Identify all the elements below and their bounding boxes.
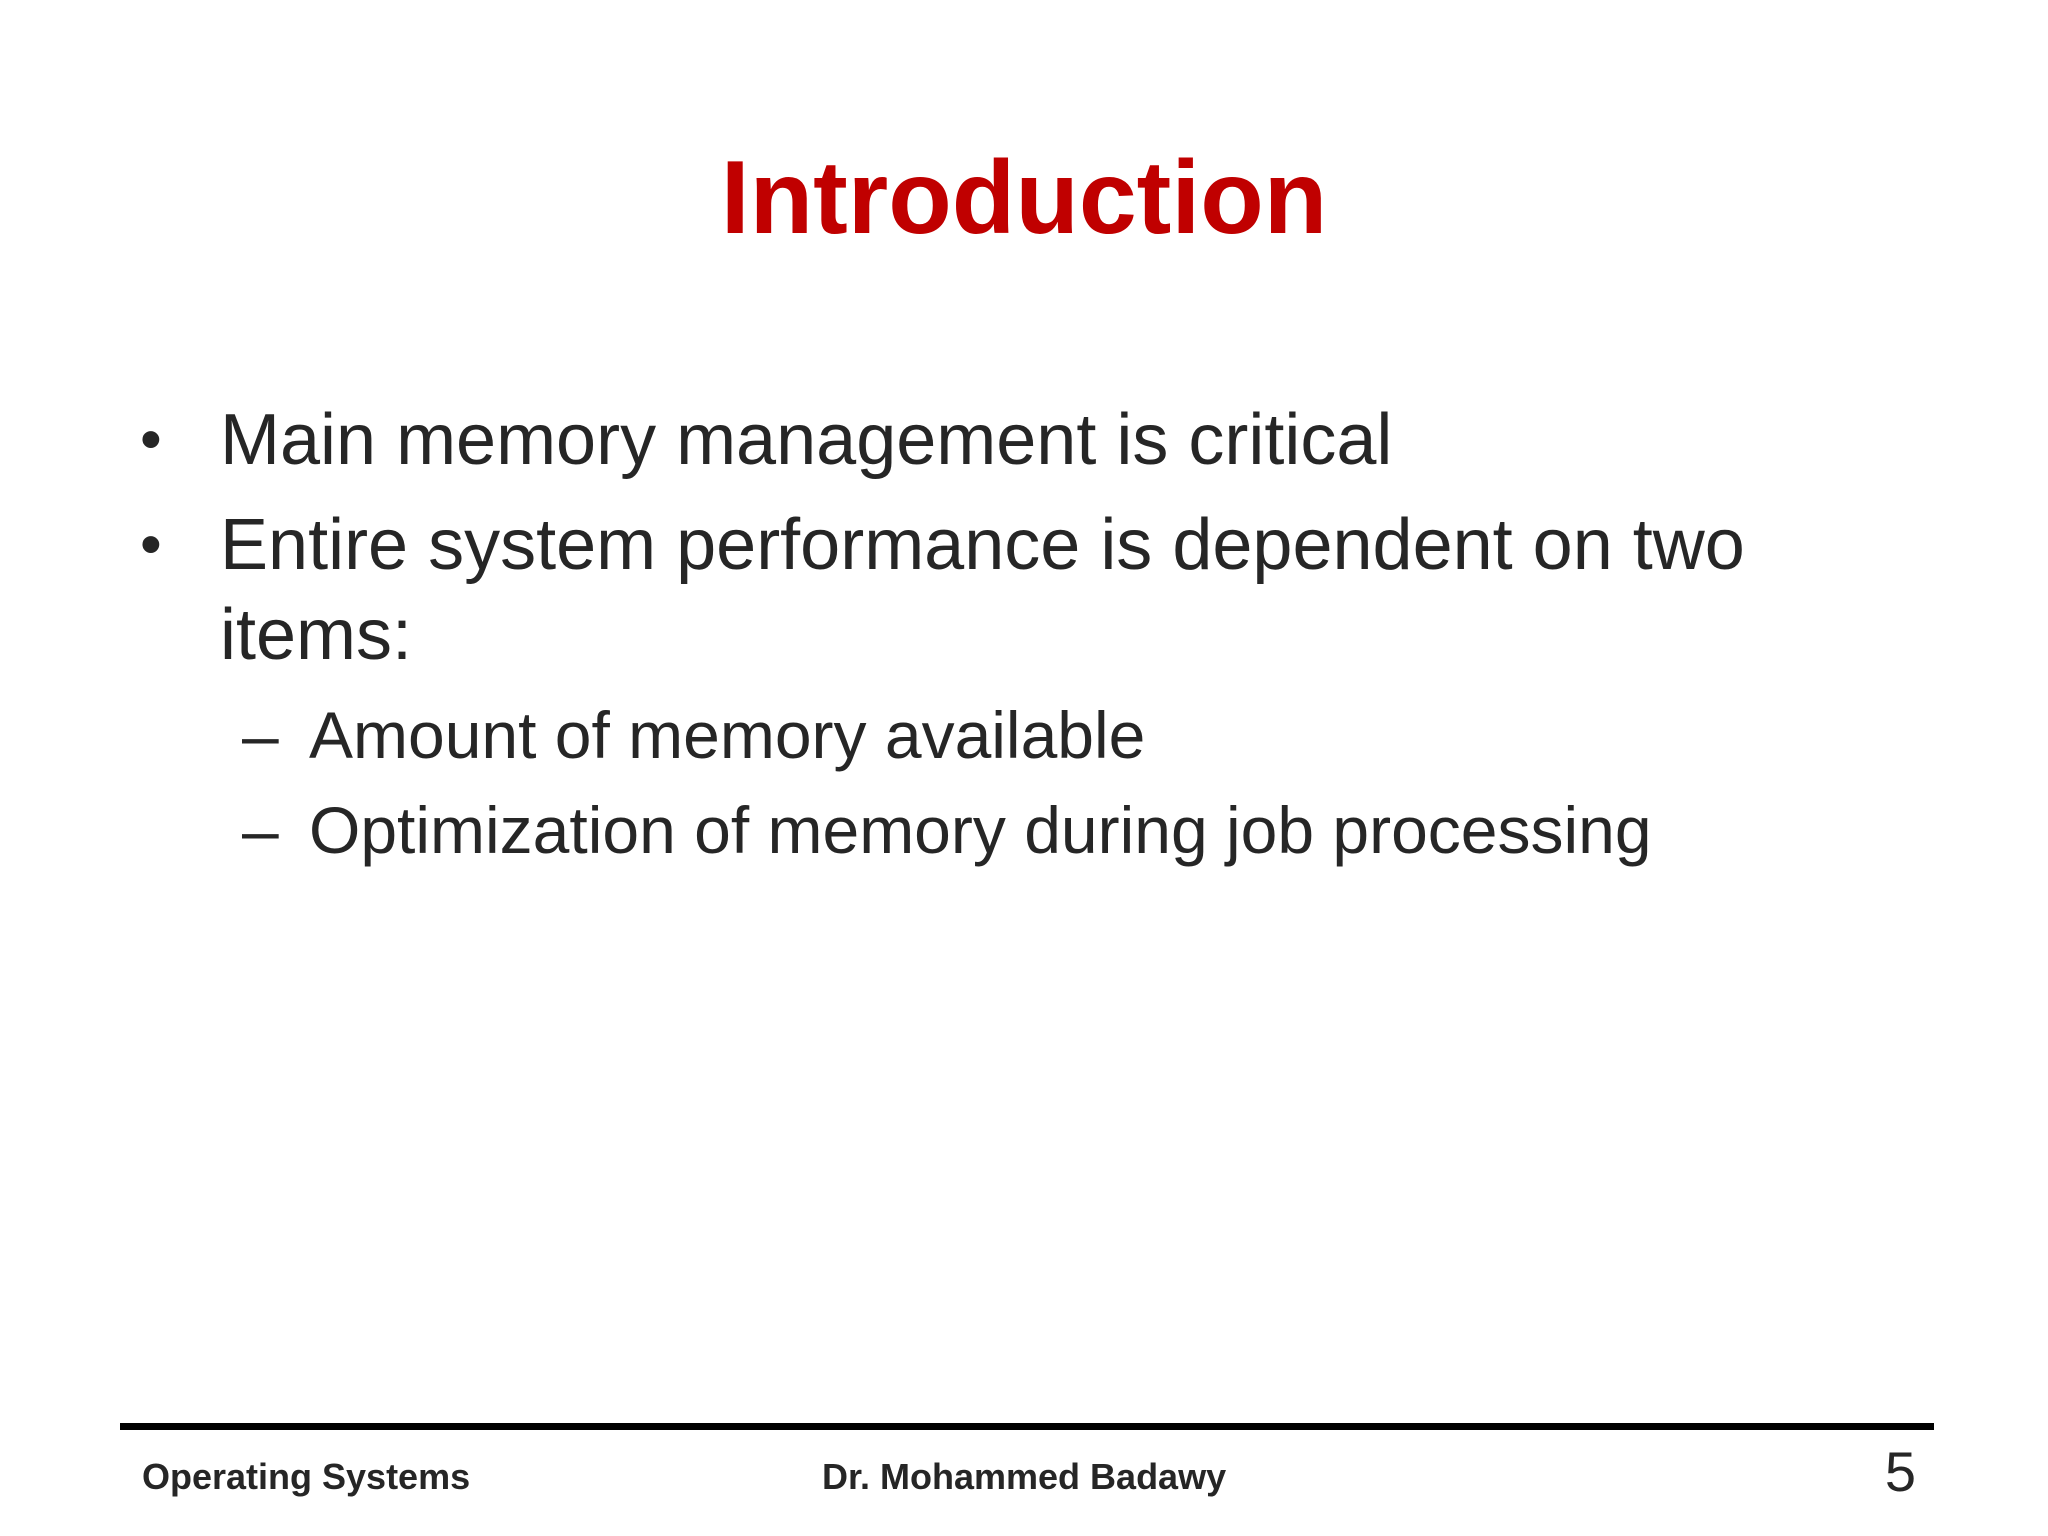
sub-bullet-text: Optimization of memory during job proces… [309, 793, 1652, 867]
sub-bullet-item: – Amount of memory available [140, 695, 1860, 775]
bullet-item: • Entire system performance is dependent… [140, 500, 1860, 680]
footer-course: Operating Systems [142, 1456, 471, 1497]
sub-bullet-text: Amount of memory available [309, 698, 1146, 772]
dash-marker: – [242, 793, 279, 867]
footer-author: Dr. Mohammed Badawy [822, 1456, 1227, 1497]
slide-title: Introduction [720, 140, 1328, 256]
footer-divider [120, 1423, 1934, 1430]
bullet-marker: • [140, 405, 162, 474]
sub-bullet-item: – Optimization of memory during job proc… [140, 790, 1860, 870]
bullet-text: Entire system performance is dependent o… [220, 505, 1745, 675]
bullet-list: • Main memory management is critical • E… [140, 395, 1860, 885]
page-number: 5 [1884, 1440, 1916, 1503]
bullet-item: • Main memory management is critical [140, 395, 1860, 485]
bullet-text: Main memory management is critical [220, 400, 1393, 480]
dash-marker: – [242, 698, 279, 772]
bullet-marker: • [140, 510, 162, 579]
